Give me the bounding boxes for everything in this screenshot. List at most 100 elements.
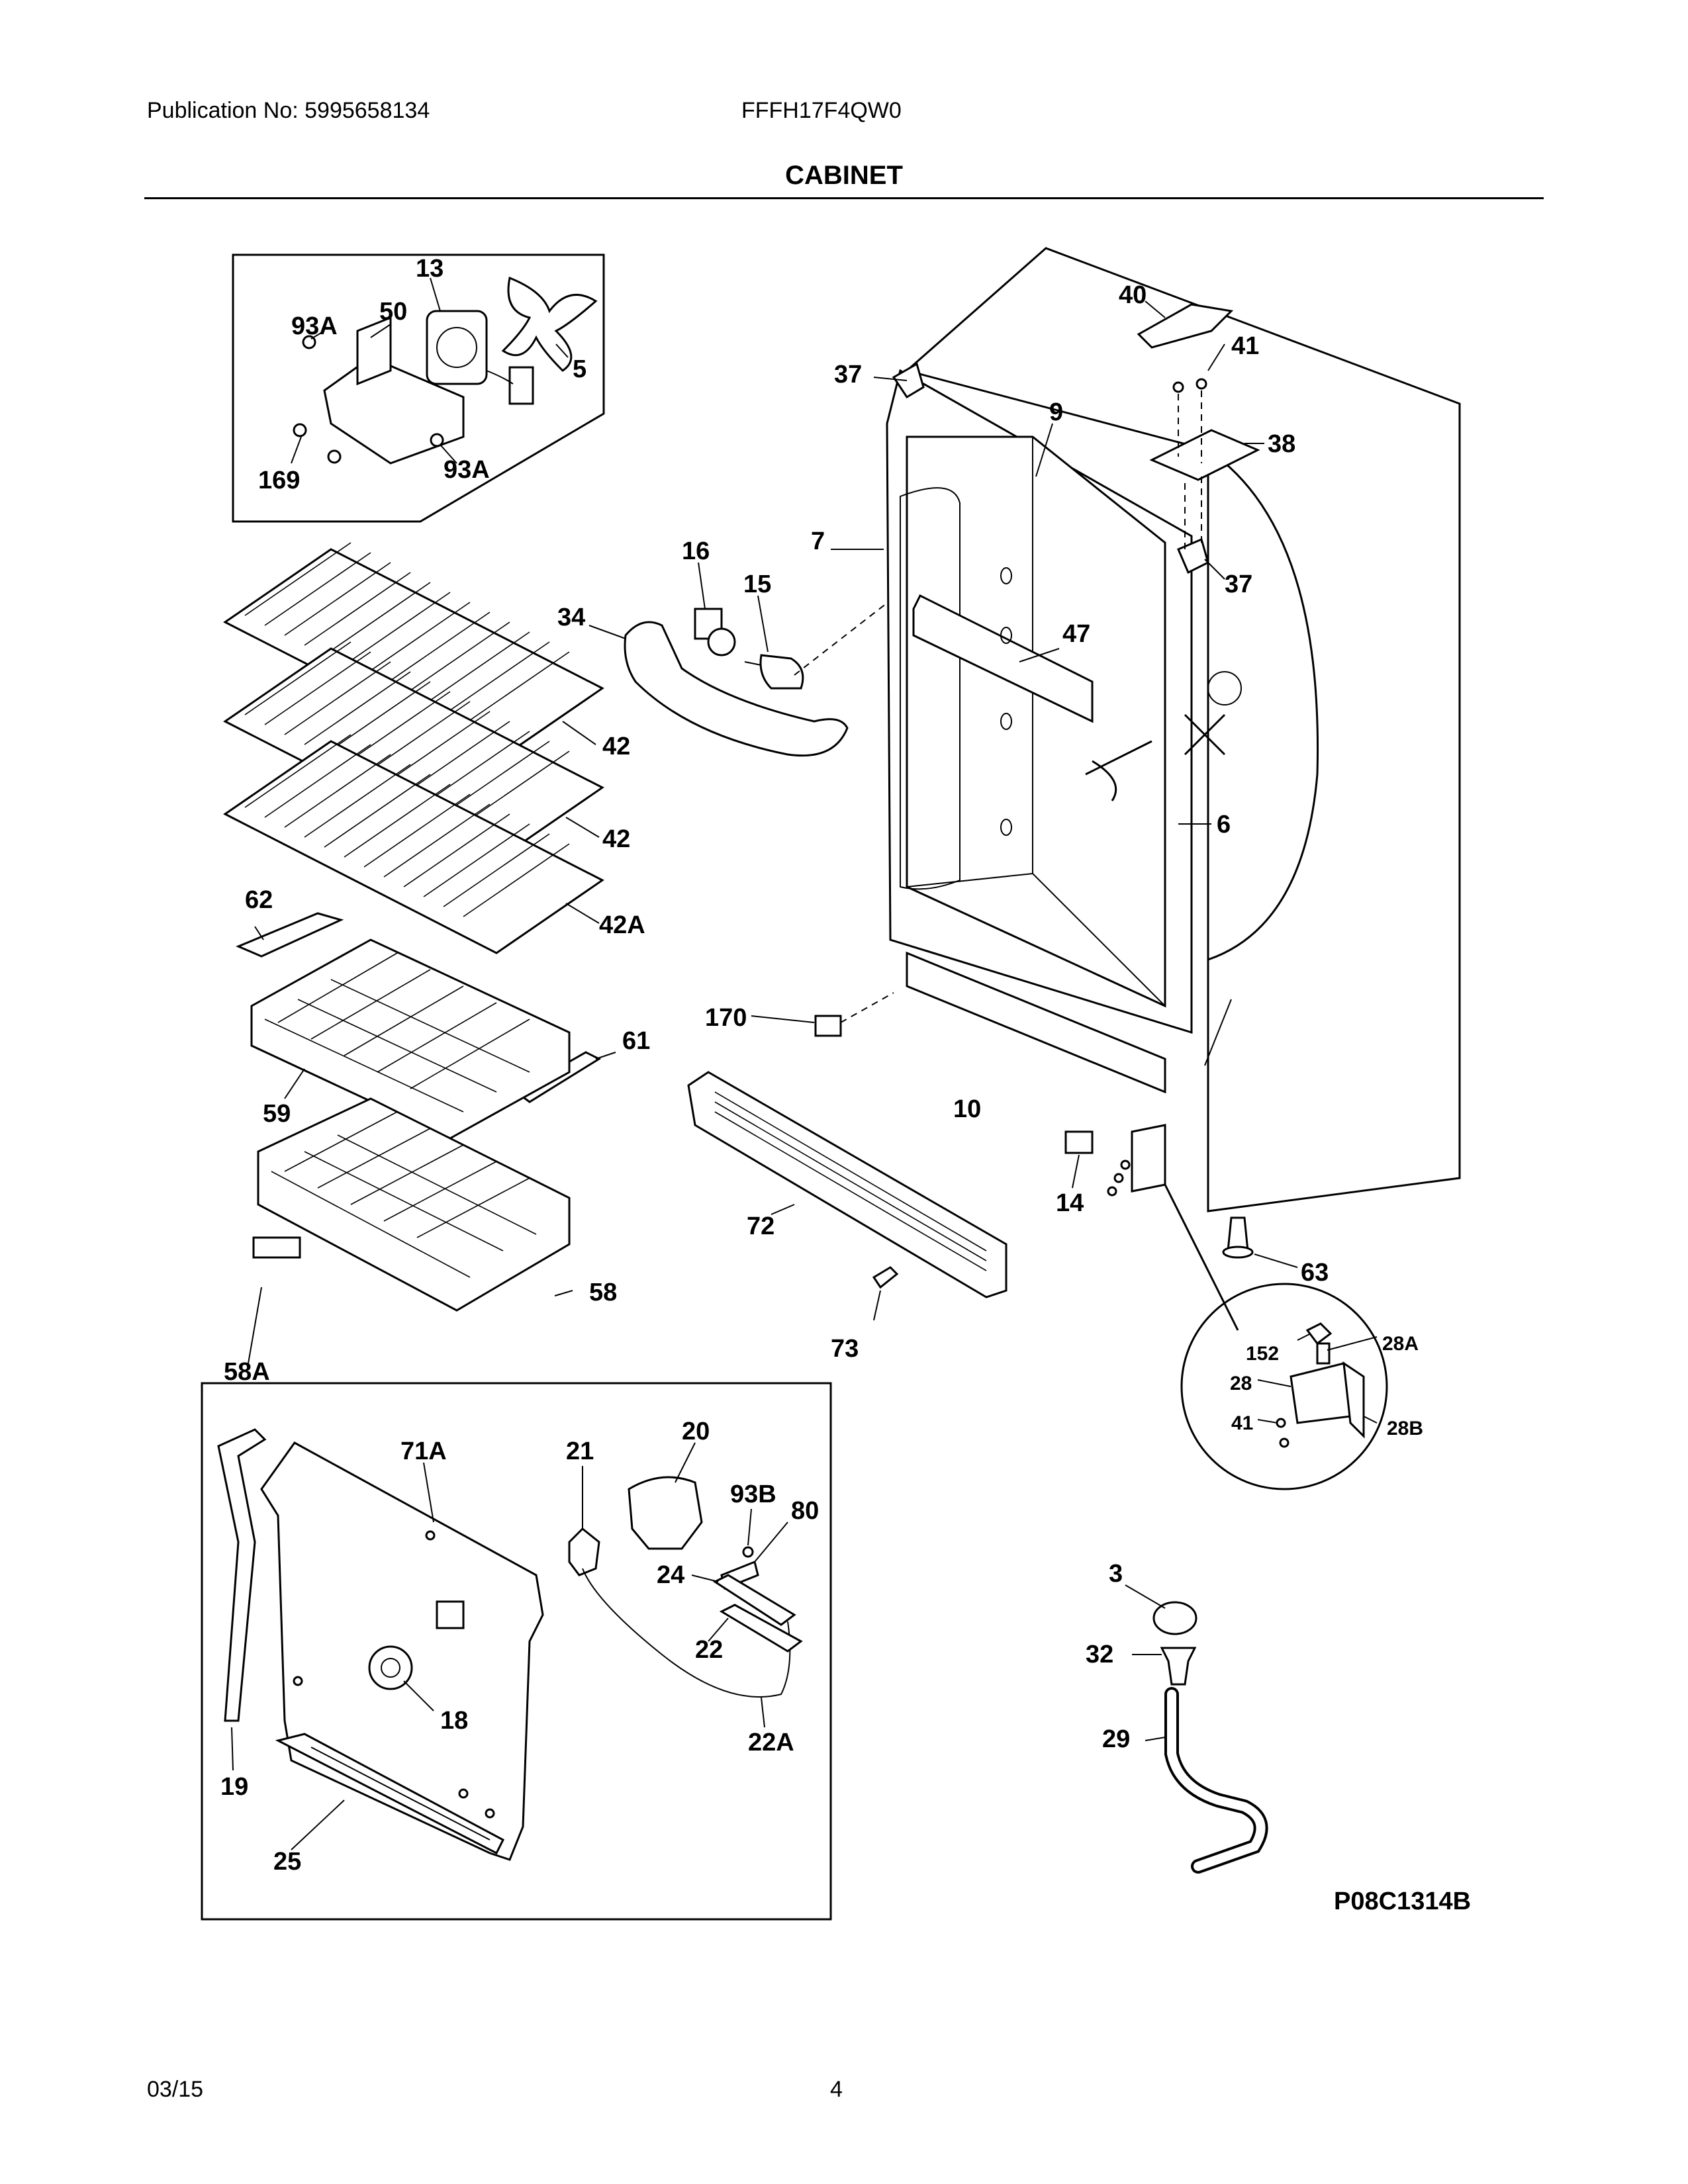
baskets <box>236 912 616 1364</box>
footer-page-number: 4 <box>830 2077 843 2102</box>
publication-number: Publication No: 5995658134 <box>147 98 430 123</box>
cabinet-body <box>831 247 1461 1212</box>
callout-21: 21 <box>566 1437 594 1465</box>
callout-24: 24 <box>657 1561 684 1589</box>
callout-38: 38 <box>1268 430 1295 458</box>
inset-frame-lower <box>201 1382 832 1921</box>
callout-37-left: 37 <box>834 361 862 388</box>
light-assembly <box>588 489 1033 757</box>
callout-20: 20 <box>682 1418 710 1445</box>
callout-15: 15 <box>743 570 771 598</box>
inset-frame <box>232 253 605 523</box>
callout-7: 7 <box>811 527 825 555</box>
callout-6: 6 <box>1217 811 1231 839</box>
fan-motor-inset <box>232 253 605 523</box>
callout-93a-top: 93A <box>291 312 338 340</box>
callout-73: 73 <box>831 1335 859 1363</box>
screw-93a-top <box>302 335 316 349</box>
bottom-hinge <box>1131 1124 1166 1193</box>
callout-72: 72 <box>747 1212 774 1240</box>
callout-13: 13 <box>416 255 444 283</box>
callout-28: 28 <box>1230 1373 1252 1394</box>
light-shield-34 <box>624 621 849 757</box>
callout-19: 19 <box>220 1773 248 1801</box>
toe-grille-area-10 <box>906 951 1166 1094</box>
header-divider <box>144 197 1544 199</box>
callout-59: 59 <box>263 1100 291 1128</box>
drain-parts <box>1125 1584 1268 1874</box>
callout-93a-bottom: 93A <box>444 456 490 484</box>
callout-14: 14 <box>1056 1189 1084 1217</box>
callout-42-middle: 42 <box>602 825 630 853</box>
callout-25: 25 <box>273 1848 301 1876</box>
callout-42a: 42A <box>599 911 645 939</box>
page-title: CABINET <box>785 161 903 190</box>
basket-divider-58a <box>252 1236 301 1259</box>
callout-9: 9 <box>1049 398 1063 426</box>
callout-58: 58 <box>589 1279 617 1306</box>
callout-40: 40 <box>1119 281 1147 309</box>
screw-41-a <box>1172 381 1184 393</box>
cover-opening <box>436 1600 465 1629</box>
hinge-cover-40 <box>1137 303 1234 349</box>
callout-169: 169 <box>258 467 300 494</box>
thermostat-cover-20 <box>628 1476 703 1550</box>
callout-58a: 58A <box>224 1358 270 1386</box>
drain-fitting-32 <box>1160 1647 1197 1686</box>
callout-80: 80 <box>791 1497 819 1525</box>
hinge-bracket-28 <box>1289 1362 1352 1424</box>
retainer-22 <box>719 1604 803 1653</box>
callout-3: 3 <box>1109 1560 1123 1588</box>
callout-28b: 28B <box>1387 1418 1423 1439</box>
hinge-cover-37-left <box>892 362 925 399</box>
top-hinge-38 <box>1149 429 1260 481</box>
screw-169-a <box>293 423 307 437</box>
callout-170: 170 <box>705 1004 747 1032</box>
callout-18: 18 <box>440 1707 468 1735</box>
callout-41-top: 41 <box>1231 332 1259 360</box>
switch-170 <box>814 1015 842 1037</box>
callout-152: 152 <box>1246 1343 1279 1365</box>
bottom-hinge-detail <box>1180 1283 1388 1490</box>
callout-71a: 71A <box>400 1437 447 1465</box>
callout-37-right: 37 <box>1225 570 1252 598</box>
callout-5: 5 <box>573 355 586 383</box>
screw-93a-bottom <box>430 433 444 447</box>
callout-50: 50 <box>379 298 407 326</box>
trim-25 <box>275 1733 504 1855</box>
gasket-19 <box>217 1428 267 1722</box>
evaporator-cover-inset <box>201 1382 832 1921</box>
door-switch-14 <box>1064 1130 1094 1154</box>
door-edge <box>900 487 961 890</box>
clip-24 <box>712 1574 796 1626</box>
hinge-plate-28b <box>1342 1361 1365 1439</box>
fan-blade-5 <box>501 276 598 372</box>
toe-grille-72 <box>687 1071 1008 1298</box>
model-number: FFFH17F4QW0 <box>741 98 902 123</box>
callout-22a: 22A <box>748 1729 794 1756</box>
thermostat-21 <box>568 1527 600 1576</box>
drain-plug-3 <box>1152 1601 1197 1635</box>
callout-42-upper: 42 <box>602 733 630 760</box>
shelf-support-47 <box>912 594 1094 723</box>
screw-41-b <box>1196 378 1207 390</box>
basket-58 <box>257 1097 571 1312</box>
callout-16: 16 <box>682 537 710 565</box>
callout-47: 47 <box>1062 620 1090 648</box>
grille-screw-73 <box>872 1266 899 1289</box>
top-hinge <box>1137 300 1264 549</box>
callout-28a: 28A <box>1382 1333 1419 1355</box>
motor-connector <box>508 366 534 405</box>
callout-62: 62 <box>245 886 273 914</box>
wire-shelves <box>223 542 604 954</box>
fan-motor-13 <box>426 310 488 385</box>
shelf-42a-lower <box>223 740 604 954</box>
lower-front-parts <box>687 992 1298 1331</box>
callout-10: 10 <box>953 1095 981 1123</box>
bracket-tab <box>356 316 392 386</box>
callout-63: 63 <box>1301 1259 1329 1287</box>
hinge-pin-152 <box>1305 1322 1333 1345</box>
detail-circle <box>1180 1283 1388 1490</box>
cabinet-side-bulge <box>1207 448 1319 962</box>
